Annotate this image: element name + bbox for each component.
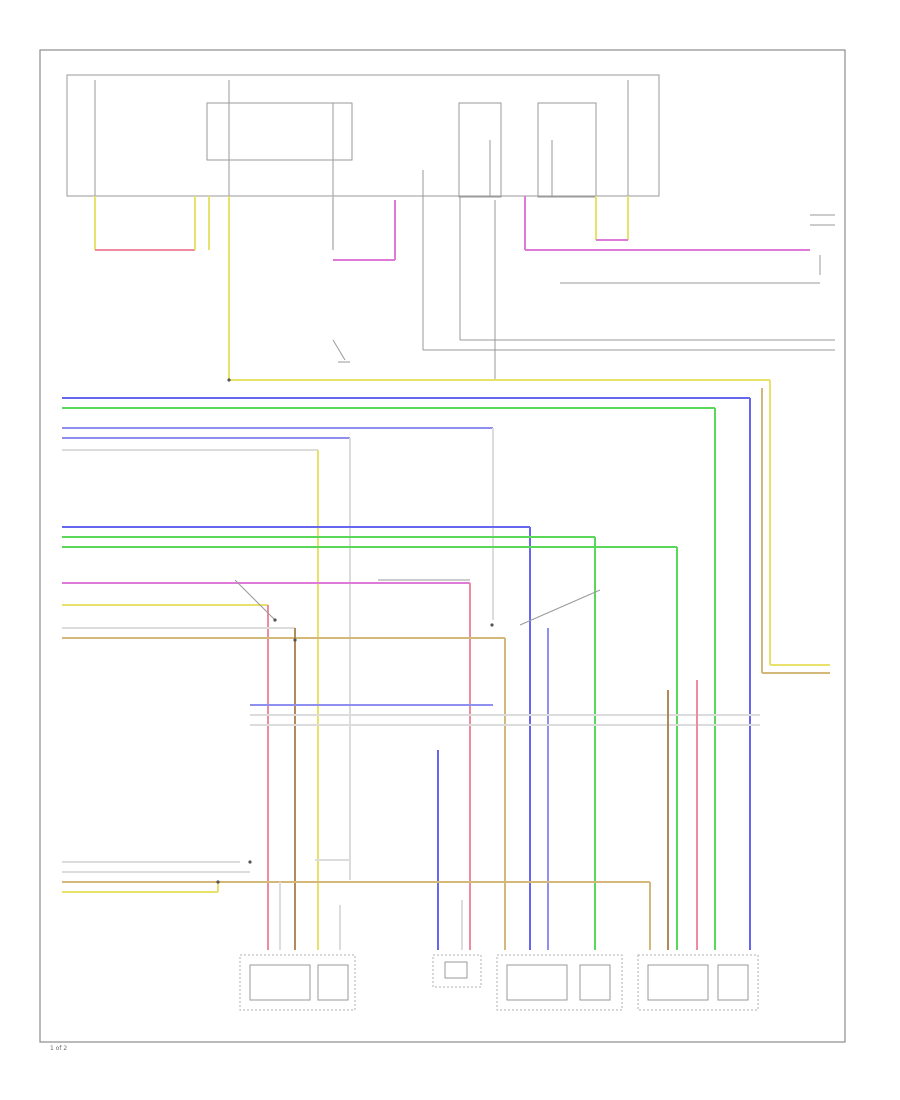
component-left-actuator: [239, 954, 356, 1011]
component-center-actuator: [496, 954, 623, 1011]
relay-box-center: [458, 102, 502, 198]
component-center-sensor: [432, 954, 482, 988]
diagram-frame: [39, 49, 846, 1043]
grey-signal-lines: [422, 196, 835, 380]
splice-dots: [216, 378, 494, 884]
junction-stubs: [94, 196, 810, 380]
relay-box-right: [537, 102, 597, 198]
yellow-bus: [229, 379, 830, 674]
bottom-components: [239, 954, 759, 1011]
fan-relay-box: [206, 102, 353, 161]
horizontal-buses: [62, 397, 751, 950]
component-right-actuator: [637, 954, 759, 1011]
junction-box: [66, 74, 660, 197]
ground-symbol: [332, 339, 350, 363]
top-feeds: [94, 80, 629, 196]
page-footer: 1 of 2: [50, 1045, 67, 1052]
callout-leaders: [234, 579, 601, 626]
bottom-left-feeds: [62, 861, 651, 950]
mid-wiring: [250, 680, 760, 950]
